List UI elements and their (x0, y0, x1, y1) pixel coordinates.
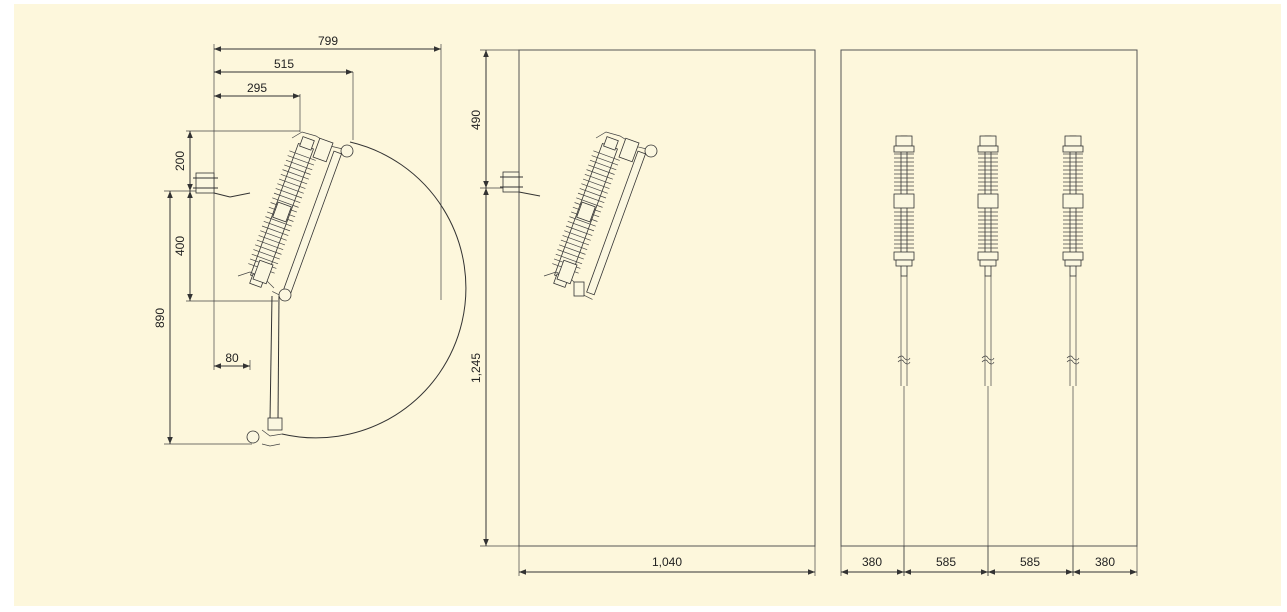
side-view: 799 515 295 80 200 400 890 (153, 34, 467, 447)
dim-490: 490 (469, 110, 483, 130)
dim-200: 200 (173, 151, 187, 171)
front-panel-right: 380 585 585 380 (840, 49, 1138, 577)
dim-585-second: 585 (1020, 555, 1040, 569)
dim-400: 400 (173, 236, 187, 256)
dim-380-left: 380 (862, 555, 882, 569)
dim-295: 295 (247, 81, 267, 95)
dim-799: 799 (318, 34, 338, 48)
dim-585-first: 585 (936, 555, 956, 569)
drawing-background (14, 4, 1281, 606)
dim-1245: 1,245 (469, 353, 483, 383)
front-panel-middle: 490 1,245 1,040 (469, 49, 816, 576)
dim-380-right: 380 (1095, 555, 1115, 569)
dim-1040: 1,040 (652, 555, 682, 569)
dim-515: 515 (274, 57, 294, 71)
dim-80: 80 (225, 351, 239, 365)
dim-890: 890 (153, 308, 167, 328)
